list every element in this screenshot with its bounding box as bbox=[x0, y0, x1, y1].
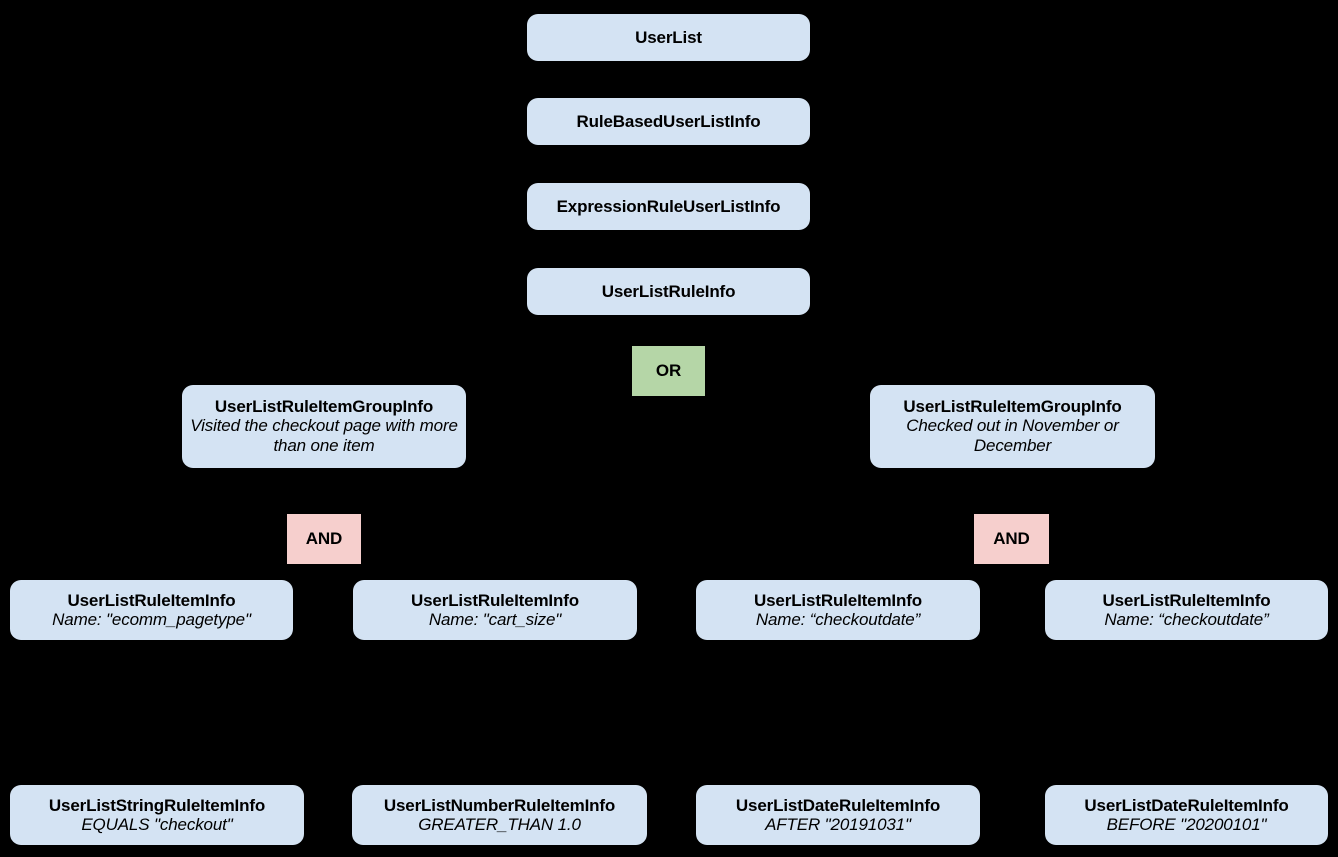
operator-label: OR bbox=[655, 361, 682, 381]
node-title: UserListRuleItemInfo bbox=[67, 590, 236, 610]
node-title: UserListRuleItemInfo bbox=[1102, 590, 1271, 610]
node-subtitle: GREATER_THAN 1.0 bbox=[418, 815, 581, 834]
edge-userlistruleinfo-group-left bbox=[323, 314, 641, 386]
node-rule-item-ecomm-pagetype[interactable]: UserListRuleItemInfo Name: "ecomm_pagety… bbox=[10, 580, 293, 640]
node-subtitle: AFTER "20191031" bbox=[765, 815, 911, 834]
node-title: UserListStringRuleItemInfo bbox=[48, 795, 266, 815]
node-title: UserListRuleInfo bbox=[601, 281, 736, 301]
node-number-rule-item-info[interactable]: UserListNumberRuleItemInfo GREATER_THAN … bbox=[352, 785, 647, 845]
node-rulebaseduserlistinfo[interactable]: RuleBasedUserListInfo bbox=[527, 98, 810, 145]
node-date-rule-item-info-before[interactable]: UserListDateRuleItemInfo BEFORE "2020010… bbox=[1045, 785, 1328, 845]
node-subtitle: Visited the checkout page with more than… bbox=[190, 415, 458, 456]
node-title: UserListRuleItemGroupInfo bbox=[903, 396, 1122, 416]
node-title: UserListNumberRuleItemInfo bbox=[383, 795, 616, 815]
node-title: UserList bbox=[635, 27, 702, 47]
node-subtitle: Name: “checkoutdate” bbox=[755, 610, 921, 629]
operator-or: OR bbox=[631, 345, 706, 397]
node-title: UserListRuleItemInfo bbox=[754, 590, 922, 610]
node-rule-item-checkoutdate-after[interactable]: UserListRuleItemInfo Name: “checkoutdate… bbox=[696, 580, 980, 640]
node-title: UserListDateRuleItemInfo bbox=[735, 795, 941, 815]
edge-group-right-item-3 bbox=[837, 467, 979, 581]
node-subtitle: BEFORE "20200101" bbox=[1106, 815, 1267, 834]
node-subtitle: EQUALS "checkout" bbox=[81, 815, 233, 834]
operator-and-left: AND bbox=[286, 513, 362, 565]
edge-group-left-item-1 bbox=[150, 467, 291, 581]
edge-group-right-item-4 bbox=[1045, 467, 1187, 581]
node-subtitle: Name: “checkoutdate” bbox=[1104, 610, 1269, 629]
operator-label: AND bbox=[305, 529, 343, 549]
node-userlistruleinfo[interactable]: UserListRuleInfo bbox=[527, 268, 810, 315]
node-expressionruleuserlistinfo[interactable]: ExpressionRuleUserListInfo bbox=[527, 183, 810, 230]
node-group-left[interactable]: UserListRuleItemGroupInfo Visited the ch… bbox=[182, 385, 466, 468]
node-title: UserListRuleItemInfo bbox=[411, 590, 579, 610]
node-subtitle: Name: "cart_size" bbox=[428, 610, 562, 629]
node-rule-item-checkoutdate-before[interactable]: UserListRuleItemInfo Name: “checkoutdate… bbox=[1045, 580, 1328, 640]
node-subtitle: Checked out in November or December bbox=[906, 415, 1119, 456]
operator-and-right: AND bbox=[973, 513, 1050, 565]
node-date-rule-item-info-after[interactable]: UserListDateRuleItemInfo AFTER "20191031… bbox=[696, 785, 980, 845]
edge-userlistruleinfo-group-right bbox=[699, 314, 1013, 386]
node-title: ExpressionRuleUserListInfo bbox=[556, 196, 781, 216]
edge-group-left-item-2 bbox=[357, 467, 496, 581]
node-userlist[interactable]: UserList bbox=[527, 14, 810, 61]
node-subtitle: Name: "ecomm_pagetype" bbox=[52, 610, 251, 629]
node-title: UserListDateRuleItemInfo bbox=[1084, 795, 1289, 815]
node-string-rule-item-info[interactable]: UserListStringRuleItemInfo EQUALS "check… bbox=[10, 785, 304, 845]
node-rule-item-cart-size[interactable]: UserListRuleItemInfo Name: "cart_size" bbox=[353, 580, 637, 640]
operator-label: AND bbox=[993, 529, 1030, 549]
node-title: RuleBasedUserListInfo bbox=[576, 111, 761, 131]
node-title: UserListRuleItemGroupInfo bbox=[214, 396, 434, 416]
node-group-right[interactable]: UserListRuleItemGroupInfo Checked out in… bbox=[870, 385, 1155, 468]
